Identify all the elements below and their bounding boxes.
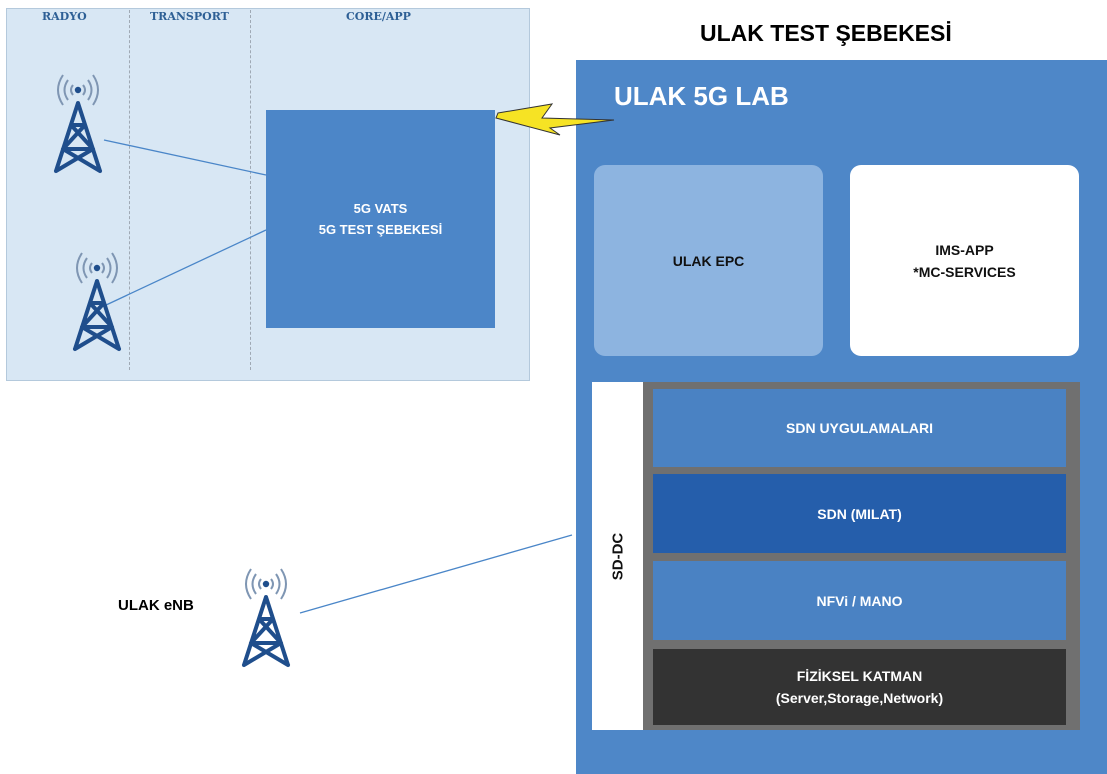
vats-subtitle: 5G TEST ŞEBEKESİ <box>318 222 443 237</box>
column-divider <box>129 10 130 370</box>
ims-app-box: IMS-APP *MC-SERVICES <box>850 165 1079 356</box>
link-enb-lab <box>299 534 573 614</box>
vats-box: 5G VATS 5G TEST ŞEBEKESİ <box>266 110 495 328</box>
column-divider <box>250 10 251 370</box>
mc-services-label: *MC-SERVICES <box>913 263 1016 280</box>
link-tower-2-vats <box>103 229 267 307</box>
sddc-label-strip <box>592 382 643 730</box>
column-label-radyo: RADYO <box>42 10 87 23</box>
layer-label: SDN (MILAT) <box>817 505 902 522</box>
lightning-link-icon <box>495 103 615 136</box>
ims-app-label: IMS-APP <box>935 241 994 258</box>
cell-tower-icon <box>73 251 121 351</box>
column-label-transport: TRANSPORT <box>150 10 229 23</box>
layer-sdn-milat: SDN (MILAT) <box>653 474 1066 553</box>
link-tower-1-vats <box>103 139 267 176</box>
network-title: ULAK TEST ŞEBEKESİ <box>700 20 952 46</box>
cell-tower-icon <box>54 73 102 173</box>
layer-nfvi-mano: NFVi / MANO <box>653 561 1066 640</box>
layer-label: SDN UYGULAMALARI <box>786 420 933 436</box>
vats-title: 5G VATS <box>353 201 408 216</box>
layer-subtitle: (Server,Storage,Network) <box>775 690 944 706</box>
column-label-core-app: CORE/APP <box>346 10 411 23</box>
cell-tower-icon <box>242 567 290 667</box>
epc-box: ULAK EPC <box>594 165 823 356</box>
lab-title: ULAK 5G LAB <box>614 81 789 111</box>
layer-label: NFVi / MANO <box>816 592 903 609</box>
layer-physical: FİZİKSEL KATMAN (Server,Storage,Network) <box>653 649 1066 725</box>
enb-label: ULAK eNB <box>118 597 194 614</box>
layer-label: FİZİKSEL KATMAN <box>796 668 923 684</box>
epc-label: ULAK EPC <box>672 252 745 269</box>
layer-sdn-applications: SDN UYGULAMALARI <box>653 389 1066 467</box>
